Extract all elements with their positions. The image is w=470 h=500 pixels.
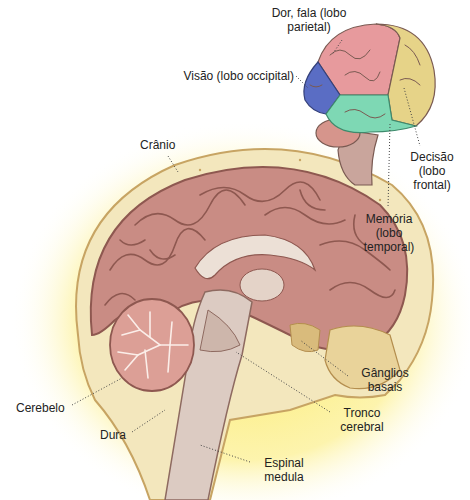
part-label: Crânio	[140, 138, 200, 152]
arbor-vitae	[118, 312, 188, 378]
pons	[200, 310, 240, 352]
cerebellum	[110, 299, 194, 391]
part-label: Gânglios basais	[350, 366, 420, 394]
lobe-label: Decisão (lobo frontal)	[400, 150, 464, 192]
lobe-label: Memória (lobo temporal)	[356, 212, 422, 254]
part-label: Cerebelo	[16, 401, 86, 415]
gyri	[105, 182, 395, 305]
part-label: Espinal medula	[252, 456, 316, 484]
glow	[10, 120, 470, 500]
lobe-label: Dor, fala (lobo parietal)	[266, 6, 352, 34]
thalamus	[240, 269, 284, 301]
part-label: Tronco cerebral	[330, 406, 394, 434]
sella	[290, 323, 320, 351]
part-label: Dura	[100, 428, 140, 442]
skull	[76, 149, 433, 500]
lobe-label: Visão (lobo occipital)	[136, 69, 294, 83]
